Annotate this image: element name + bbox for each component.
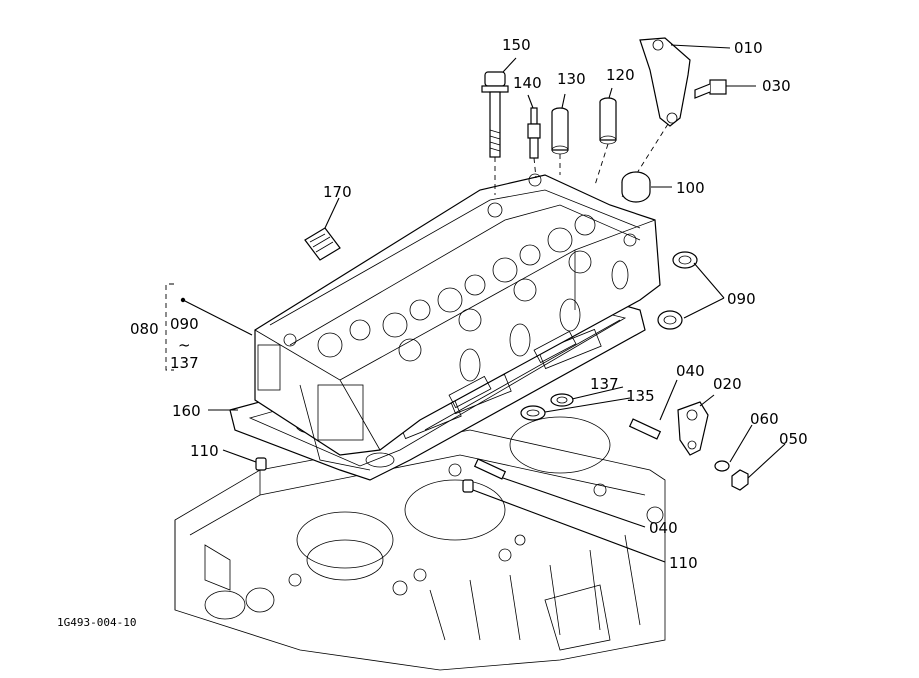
callout-110-left: 110 <box>190 442 219 460</box>
callout-040-upper: 040 <box>676 362 705 380</box>
dowel-110-left <box>255 457 267 471</box>
callout-160: 160 <box>172 402 201 420</box>
callout-020: 020 <box>713 375 742 393</box>
callout-140: 140 <box>513 74 542 92</box>
callout-137: 137 <box>590 375 619 393</box>
seal-090-lower <box>657 310 683 330</box>
bracket-bolt <box>694 79 727 99</box>
seal-090-upper <box>672 251 698 269</box>
callout-010: 010 <box>734 39 763 57</box>
callout-137-group: 137 <box>170 354 199 372</box>
valve-guide-130 <box>551 107 569 175</box>
group-bracket <box>165 283 186 371</box>
lift-plate <box>677 401 709 456</box>
callout-090-group: 090 <box>170 315 199 333</box>
callout-135: 135 <box>626 387 655 405</box>
callout-030: 030 <box>762 77 791 95</box>
callout-120: 120 <box>606 66 635 84</box>
callout-tilde: ~ <box>178 336 191 354</box>
plug-cap <box>621 171 651 203</box>
callout-150: 150 <box>502 36 531 54</box>
valve-guide-120 <box>594 97 617 186</box>
reference-code: 1G493-004-10 <box>57 616 136 629</box>
washer <box>714 460 730 472</box>
valve-ports <box>283 173 637 362</box>
callout-170: 170 <box>323 183 352 201</box>
dowel-110-right <box>462 479 474 493</box>
callout-040-lower: 040 <box>649 519 678 537</box>
seal-137 <box>520 393 574 421</box>
callout-050: 050 <box>779 430 808 448</box>
stud-040-right <box>628 418 662 440</box>
head-bolt <box>481 71 509 195</box>
callout-100: 100 <box>676 179 705 197</box>
stud-040-left <box>473 458 507 480</box>
label-plate <box>304 227 341 261</box>
nut <box>731 469 749 491</box>
cylinder-head <box>254 173 661 471</box>
callout-090-right: 090 <box>727 290 756 308</box>
callout-060: 060 <box>750 410 779 428</box>
callout-110-right: 110 <box>669 554 698 572</box>
temperature-sensor <box>527 107 541 179</box>
callout-130: 130 <box>557 70 586 88</box>
callout-080: 080 <box>130 320 159 338</box>
callout-labels: 150 140 130 120 010 030 100 170 090 080 … <box>57 36 808 629</box>
leader-lines <box>182 44 786 563</box>
